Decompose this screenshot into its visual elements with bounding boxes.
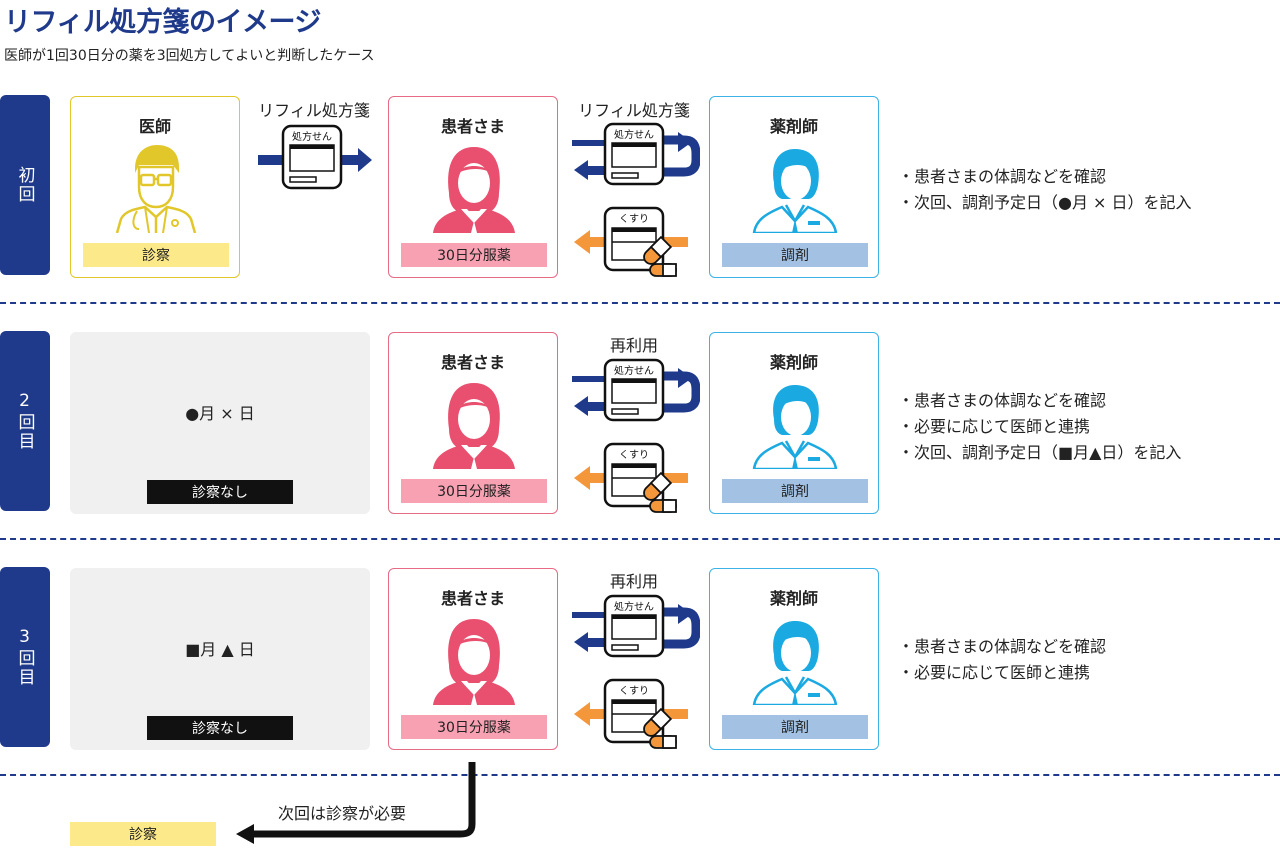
refill-rx-label-2: リフィル処方箋 xyxy=(578,101,690,120)
doctor-heading: 医師 xyxy=(138,117,171,136)
medicine-to-patient-2: くすり xyxy=(572,442,692,516)
page-subtitle: 医師が1回30日分の薬を3回処方してよいと判断したケース xyxy=(4,48,375,64)
dispense-badge: 調剤 xyxy=(722,243,868,267)
next-exam-label: 次回は診察が必要 xyxy=(278,804,407,823)
medicine-card-label: くすり xyxy=(619,449,649,461)
divider-1 xyxy=(0,302,1280,304)
rx-card-label: 処方せん xyxy=(614,600,654,613)
phase-label-1: 初回 xyxy=(0,95,50,275)
dispense-badge: 調剤 xyxy=(722,479,868,503)
no-exam-badge: 診察なし xyxy=(147,480,293,504)
patient-box: 患者さま 30日分服薬 xyxy=(388,332,558,514)
medicine-to-patient-1: くすり xyxy=(572,206,692,280)
divider-2 xyxy=(0,538,1280,540)
patient-heading: 患者さま xyxy=(440,353,505,372)
note-item: ・必要に応じて医師と連携 xyxy=(898,663,1091,682)
notes-1: ・患者さまの体調などを確認 ・次回、調剤予定日（●月 × 日）を記入 xyxy=(898,164,1192,216)
refill-rx-label: リフィル処方箋 xyxy=(258,101,370,120)
pharmacist-heading: 薬剤師 xyxy=(769,589,818,608)
rx-exchange-2: 処方せん xyxy=(572,358,700,424)
divider-3 xyxy=(0,774,1280,776)
note-item: ・必要に応じて医師と連携 xyxy=(898,417,1091,436)
patient-icon xyxy=(429,379,519,469)
rx-card-label: 処方せん xyxy=(292,130,332,143)
phase-label-3: 3回目 xyxy=(0,567,50,747)
page-title: リフィル処方箋のイメージ xyxy=(4,7,321,38)
patient-box: 患者さま 30日分服薬 xyxy=(388,96,558,278)
medicine-card-label: くすり xyxy=(619,213,649,225)
pharmacist-icon xyxy=(750,143,840,233)
return-arrow xyxy=(232,760,482,850)
pharmacist-heading: 薬剤師 xyxy=(769,353,818,372)
patient-icon xyxy=(429,615,519,705)
rx-card-label: 処方せん xyxy=(614,364,654,377)
note-item: ・次回、調剤予定日（●月 × 日）を記入 xyxy=(898,193,1192,212)
medicine-to-patient-3: くすり xyxy=(572,678,692,752)
no-exam-badge: 診察なし xyxy=(147,716,293,740)
rx-exchange-1: 処方せん xyxy=(572,122,700,188)
note-item: ・患者さまの体調などを確認 xyxy=(898,391,1107,410)
patient-heading: 患者さま xyxy=(440,117,505,136)
note-item: ・患者さまの体調などを確認 xyxy=(898,167,1107,186)
exam-badge: 診察 xyxy=(83,243,229,267)
medicine-card-label: くすり xyxy=(619,685,649,697)
pharmacist-box: 薬剤師 調剤 xyxy=(709,568,879,750)
medicine-badge: 30日分服薬 xyxy=(401,479,547,503)
dispense-badge: 調剤 xyxy=(722,715,868,739)
final-exam-badge: 診察 xyxy=(70,822,216,846)
note-item: ・次回、調剤予定日（■月▲日）を記入 xyxy=(898,443,1182,462)
rx-exchange-3: 処方せん xyxy=(572,594,700,660)
notes-2: ・患者さまの体調などを確認 ・必要に応じて医師と連携 ・次回、調剤予定日（■月▲… xyxy=(898,388,1181,466)
pharmacist-heading: 薬剤師 xyxy=(769,117,818,136)
medicine-badge: 30日分服薬 xyxy=(401,243,547,267)
patient-icon xyxy=(429,143,519,233)
no-exam-panel-2: ●月 × 日 診察なし xyxy=(70,332,370,514)
reuse-label: 再利用 xyxy=(609,572,658,591)
doctor-box: 医師 診察 xyxy=(70,96,240,278)
pharmacist-icon xyxy=(750,615,840,705)
patient-heading: 患者さま xyxy=(440,589,505,608)
pharmacist-box: 薬剤師 調剤 xyxy=(709,332,879,514)
note-item: ・患者さまの体調などを確認 xyxy=(898,637,1107,656)
doctor-date: ■月 ▲ 日 xyxy=(185,640,255,659)
medicine-badge: 30日分服薬 xyxy=(401,715,547,739)
no-exam-panel-3: ■月 ▲ 日 診察なし xyxy=(70,568,370,750)
doctor-date: ●月 × 日 xyxy=(185,404,255,423)
rx-card-label: 処方せん xyxy=(614,128,654,141)
doctor-to-patient-rx: 処方せん xyxy=(258,124,374,196)
pharmacist-icon xyxy=(750,379,840,469)
doctor-icon xyxy=(109,141,203,233)
patient-box: 患者さま 30日分服薬 xyxy=(388,568,558,750)
notes-3: ・患者さまの体調などを確認 ・必要に応じて医師と連携 xyxy=(898,634,1106,686)
pharmacist-box: 薬剤師 調剤 xyxy=(709,96,879,278)
phase-label-2: 2回目 xyxy=(0,331,50,511)
reuse-label: 再利用 xyxy=(609,336,658,355)
